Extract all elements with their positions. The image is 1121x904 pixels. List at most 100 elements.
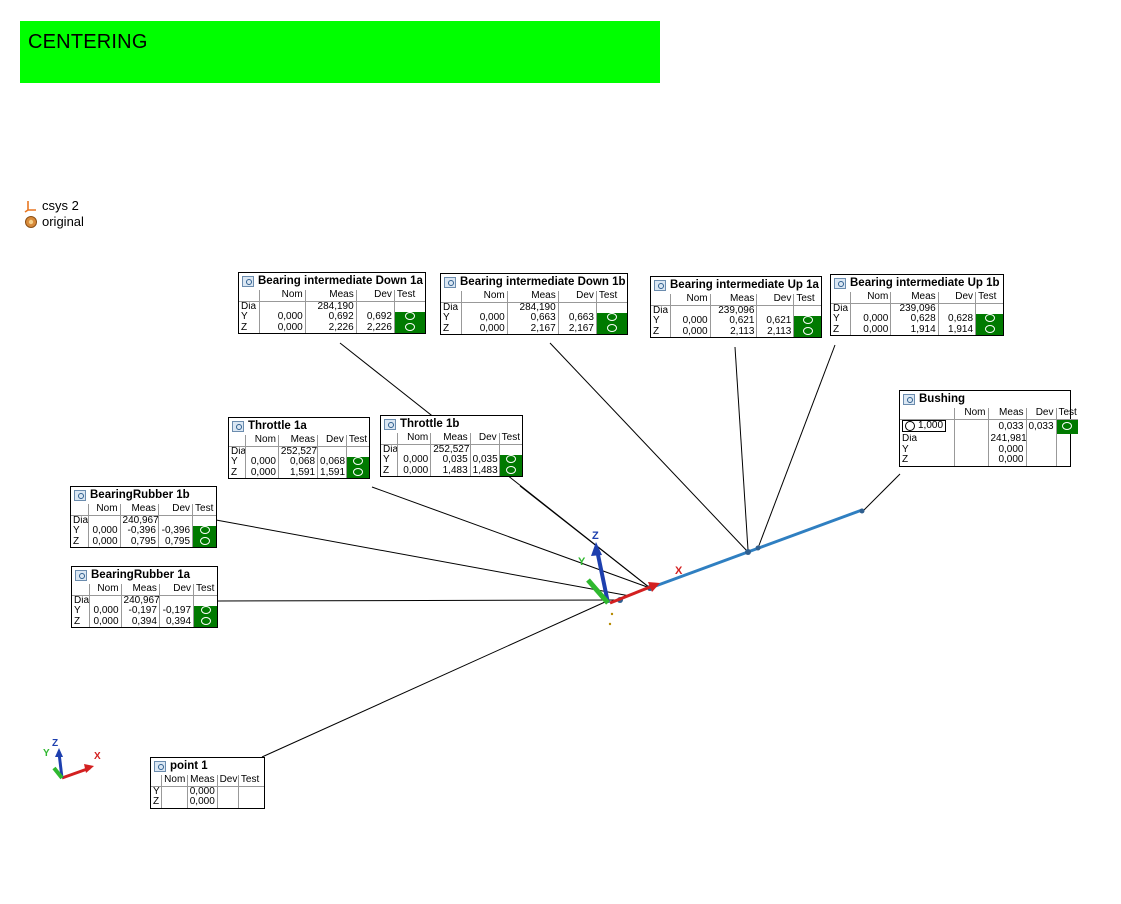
table-cell: 252,527	[277, 446, 318, 457]
pass-circle-icon	[199, 536, 210, 545]
legend-item-original[interactable]: original	[24, 214, 84, 230]
table-cell	[345, 446, 369, 457]
table-cell: Meas	[890, 292, 939, 304]
table-cell: Y	[241, 312, 248, 322]
table-cell: Nom	[460, 291, 508, 303]
table-cell: 0,000	[670, 326, 711, 337]
table-cell	[900, 408, 954, 420]
table-cell	[158, 595, 194, 606]
table-cell: Dia	[443, 302, 459, 313]
table-cell: Z	[73, 536, 80, 547]
table-cell: 0,068	[277, 457, 318, 468]
table-cell	[216, 786, 239, 797]
table-cell	[393, 301, 425, 312]
test-pass-cell	[192, 526, 216, 537]
circle-feature-icon	[654, 280, 666, 291]
table-cell: Dia	[241, 301, 257, 312]
circle-feature-icon	[242, 276, 254, 287]
page-title: CENTERING	[28, 31, 148, 53]
table-cell: Test	[1055, 408, 1078, 420]
table-cell	[237, 797, 264, 808]
pass-circle-icon	[984, 324, 995, 333]
table-cell: Dev	[157, 504, 193, 516]
table-cell: Dev	[1025, 408, 1056, 420]
table-cell: 0,621	[709, 316, 757, 327]
table-cell: Dev	[355, 290, 395, 302]
pass-circle-icon	[606, 323, 617, 332]
object-legend: csys 2 original	[24, 198, 84, 230]
table-cell: 252,527	[430, 444, 471, 455]
table-cell: 0,692	[304, 312, 357, 323]
table-cell: 0,628	[890, 314, 939, 325]
feature-marker	[755, 545, 761, 551]
y-axis-label: Y	[578, 556, 586, 568]
table-cell	[1025, 444, 1056, 456]
table-cell: Test	[345, 435, 369, 447]
table-cell	[239, 290, 260, 302]
table-cell: 0,000	[397, 455, 431, 466]
table-cell: Test	[237, 775, 264, 787]
legend-label-original: original	[42, 214, 84, 229]
table-cell: 2,226	[304, 322, 357, 333]
test-pass-cell	[595, 313, 627, 324]
table-cell: Meas	[277, 435, 318, 447]
table-cell	[850, 303, 891, 314]
test-pass-cell	[975, 324, 1003, 335]
coordinate-system-icon	[24, 201, 36, 213]
view-z-label: Z	[52, 738, 59, 749]
test-pass-cell	[498, 465, 522, 476]
table-cell	[793, 305, 821, 316]
table-cell: Z	[653, 326, 660, 337]
table-cell: Dia	[902, 434, 918, 445]
table-cell	[229, 435, 246, 447]
table-cell: Z	[153, 797, 160, 807]
table-cell: 0,035	[430, 455, 471, 466]
feature-marker	[859, 508, 865, 514]
pass-circle-icon	[352, 457, 363, 466]
table-cell: Nom	[670, 294, 711, 306]
table-cell	[756, 305, 794, 316]
legend-item-csys[interactable]: csys 2	[24, 198, 84, 214]
table-cell: 0,033	[1025, 419, 1056, 435]
leader-line	[861, 473, 901, 513]
table-cell: 1,591	[317, 467, 347, 478]
x-axis-label: X	[675, 565, 683, 577]
circle-feature-icon	[74, 490, 86, 501]
table-cell: Dev	[216, 775, 239, 787]
table-cell	[953, 455, 988, 466]
table-cell	[831, 292, 851, 304]
table-cell: Meas	[987, 408, 1026, 420]
table-cell: 1,483	[469, 465, 500, 476]
table-cell: Meas	[506, 291, 559, 303]
table-cell	[161, 797, 188, 808]
table-cell: 0,692	[355, 312, 395, 323]
box-title: BearingRubber 1b	[71, 487, 216, 504]
leader-line	[549, 342, 749, 553]
table-cell	[1025, 455, 1056, 466]
